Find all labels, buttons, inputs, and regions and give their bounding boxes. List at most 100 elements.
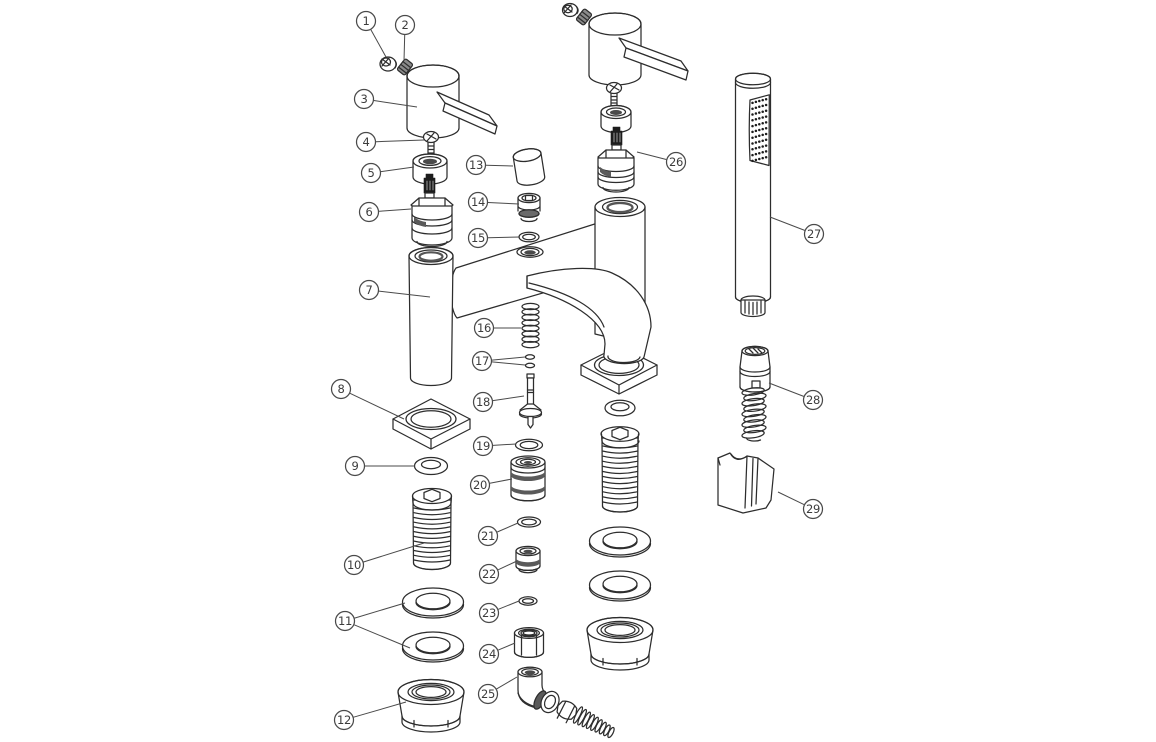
leader-line [354, 602, 406, 619]
part-7-body-leg [408, 246, 454, 387]
part-23-o-ring-small [518, 596, 538, 606]
leader-line [498, 600, 520, 610]
part-5-cover-cap [412, 153, 448, 185]
callout-number: 2 [401, 18, 408, 32]
callout-9: 9 [344, 455, 415, 477]
callout-26: 26 [636, 151, 687, 173]
leader-line [363, 542, 425, 563]
callout-circle [394, 14, 416, 36]
callout-number: 11 [338, 614, 352, 628]
part-28-hose [739, 345, 771, 442]
callout-number: 18 [476, 395, 490, 409]
leader-line [489, 478, 513, 484]
callout-23: 23 [478, 600, 520, 624]
callout-circle [467, 191, 489, 213]
leader-line [354, 624, 411, 649]
callout-circle [472, 435, 494, 457]
part-18-diverter-rod [518, 373, 543, 429]
part-washers-right [588, 526, 652, 602]
leader-line [492, 443, 517, 446]
callout-number: 4 [362, 135, 369, 149]
callout-circle [471, 350, 493, 372]
leader-line [487, 236, 521, 239]
part-handle-screw-right [605, 81, 623, 109]
callout-circle [343, 554, 365, 576]
callout-28: 28 [768, 382, 824, 411]
part-15-washer [518, 231, 540, 243]
part-fixing-stud-right [600, 426, 640, 513]
leader-line [498, 642, 516, 651]
callout-circle [665, 151, 687, 173]
leader-line [492, 395, 525, 402]
callout-number: 10 [347, 558, 361, 572]
callout-circle [355, 10, 377, 32]
callout-circle [360, 162, 382, 184]
leader-line [485, 164, 514, 167]
callout-circle [465, 154, 487, 176]
callout-number: 27 [807, 227, 821, 241]
part-2-grub-screw [396, 58, 414, 76]
callout-14: 14 [467, 191, 520, 213]
callout-16: 16 [473, 317, 521, 339]
stud-thread-lines [413, 507, 451, 563]
part-6-cartridge [410, 173, 454, 248]
part-4-handle-screw [422, 130, 440, 160]
part-26-cartridge [597, 126, 635, 193]
callout-circle [478, 563, 500, 585]
callout-circle [478, 602, 500, 624]
spout [526, 267, 652, 365]
callout-number: 26 [669, 155, 683, 169]
callout-25: 25 [477, 676, 518, 705]
leader-line [349, 392, 405, 420]
callout-29: 29 [777, 491, 824, 520]
part-21-washer-small [516, 516, 542, 528]
callout-number: 17 [475, 354, 489, 368]
callout-18: 18 [472, 391, 525, 413]
callout-number: 15 [471, 231, 485, 245]
callout-number: 7 [365, 283, 372, 297]
callout-number: 14 [471, 195, 485, 209]
part-1-index-cap [379, 56, 397, 72]
part-8-base-flange [392, 398, 471, 450]
leader-line [373, 100, 418, 108]
part-22-insert [515, 545, 541, 574]
leader-line [491, 361, 526, 366]
leader-line [378, 290, 431, 298]
leader-line [378, 208, 412, 212]
callout-circle [353, 88, 375, 110]
callout-5: 5 [360, 162, 415, 184]
callout-15: 15 [467, 227, 521, 249]
callout-circle [473, 317, 495, 339]
hose-tail-ribs [572, 706, 615, 739]
part-16-spring [521, 302, 540, 349]
callout-number: 23 [482, 606, 496, 620]
leader-line [375, 139, 425, 143]
part-o-ring-right [604, 399, 636, 417]
callout-number: 12 [337, 713, 351, 727]
callout-circle [344, 455, 366, 477]
callout-circle [478, 643, 500, 665]
callout-27: 27 [769, 216, 825, 245]
callout-13: 13 [465, 154, 514, 176]
callout-circle [334, 610, 356, 632]
callout-11: 11 [334, 602, 411, 649]
leader-line [768, 382, 804, 397]
callout-circle [330, 378, 352, 400]
callout-10: 10 [343, 542, 425, 576]
callout-number: 6 [365, 205, 372, 219]
part-11-washers [401, 587, 465, 663]
leader-line [380, 166, 415, 173]
leader-line [487, 202, 520, 205]
callout-number: 16 [477, 321, 491, 335]
callout-22: 22 [478, 560, 518, 585]
callout-number: 29 [806, 502, 820, 516]
callout-number: 25 [481, 687, 495, 701]
callout-number: 24 [482, 647, 496, 661]
part-20-diverter-cartridge [510, 455, 546, 502]
part-backnut-right [586, 616, 654, 671]
callout-7: 7 [358, 279, 431, 301]
leader-line [370, 29, 387, 58]
